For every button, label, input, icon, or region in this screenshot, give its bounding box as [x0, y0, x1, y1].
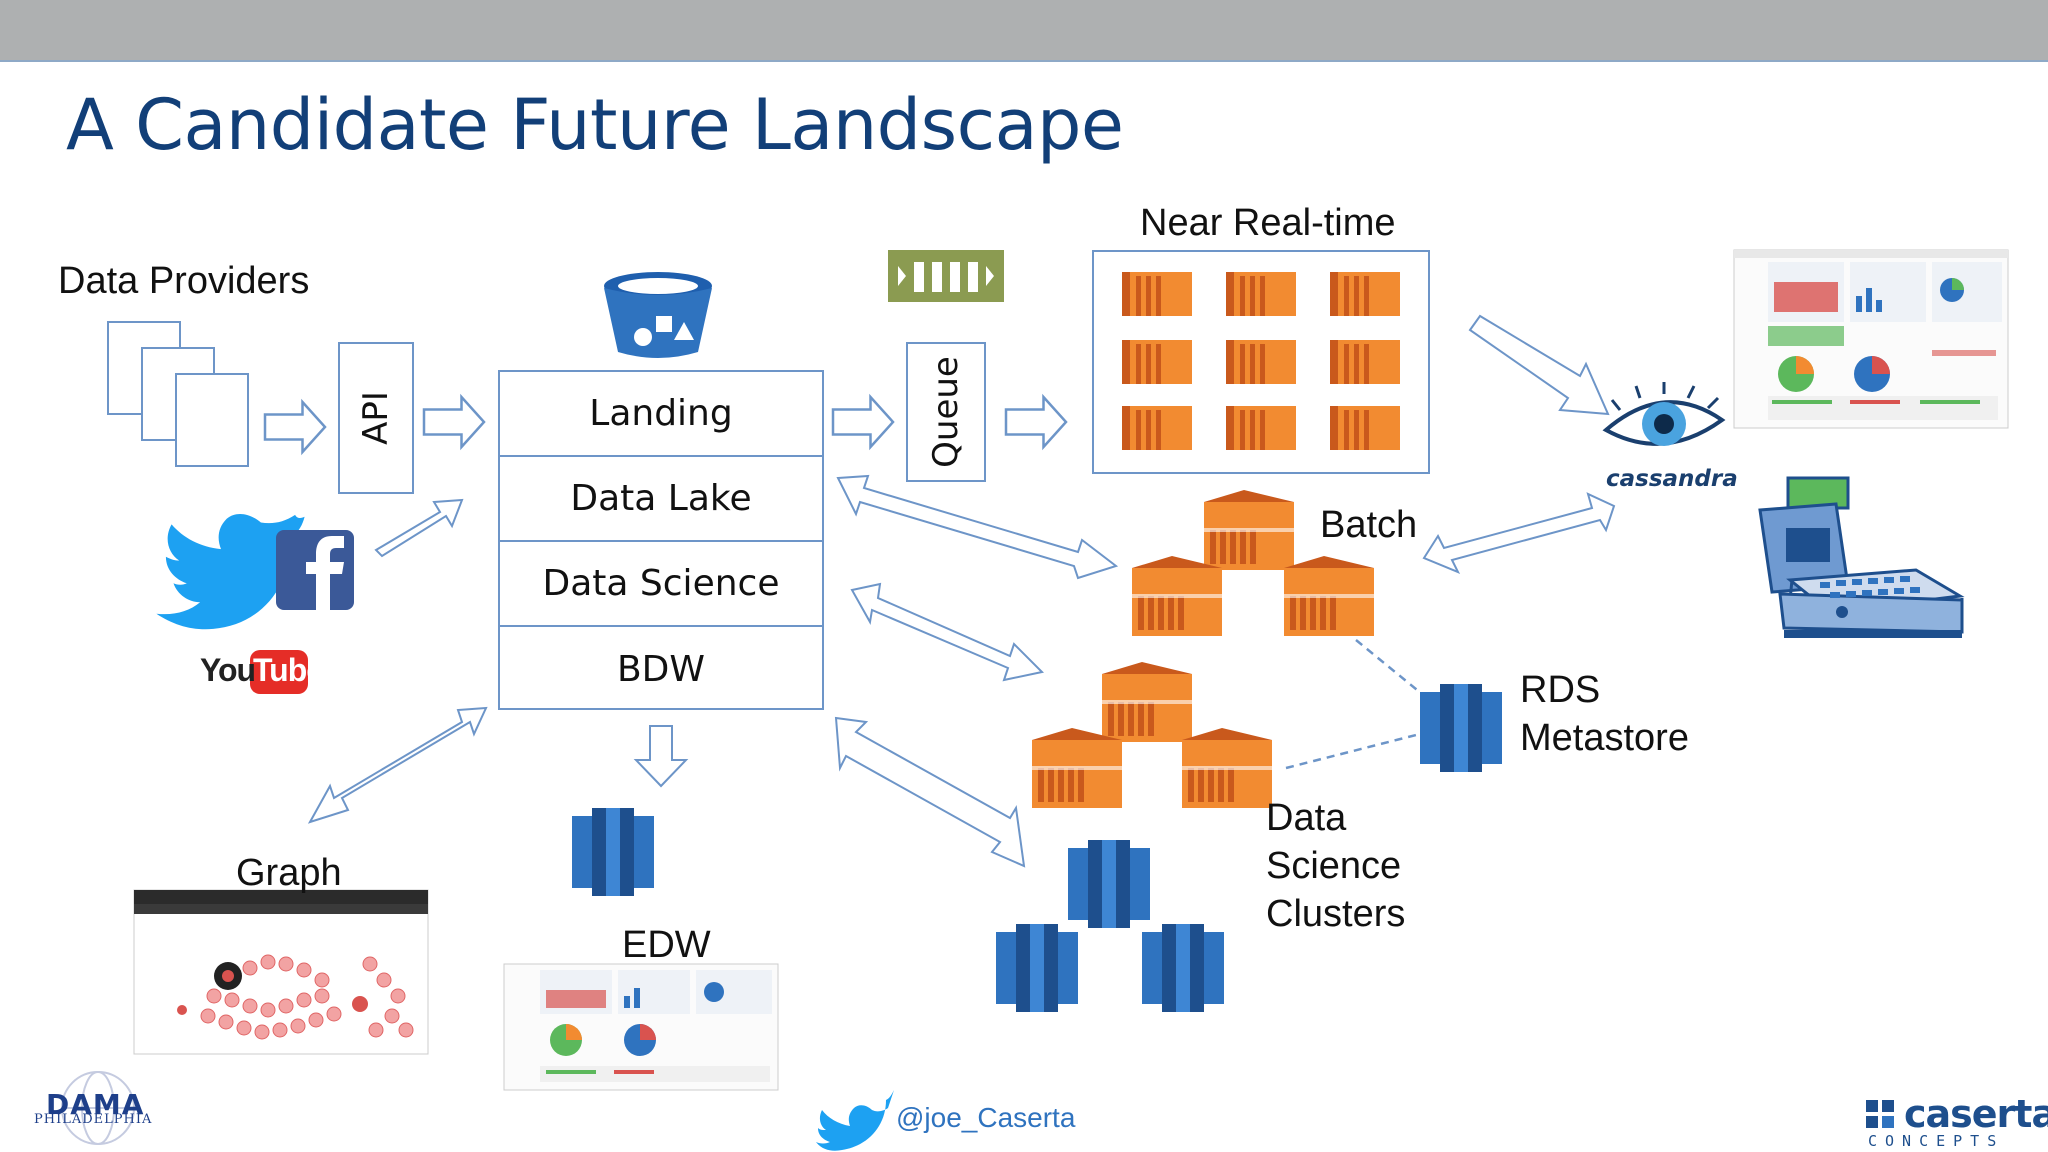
double-arrow-graph-stack: [307, 706, 488, 824]
dama-logo-text: DAMA: [46, 1088, 145, 1121]
slide-title: A Candidate Future Landscape: [66, 84, 1124, 166]
arrow-api-to-landing: [422, 395, 486, 449]
cassandra-eye-icon: [1602, 382, 1726, 446]
stack-layer-data-science: Data Science: [500, 542, 822, 627]
stack-layer-landing: Landing: [500, 372, 822, 457]
double-arrow-stack-clusters: [850, 582, 1045, 682]
caserta-sub-text: CONCEPTS: [1868, 1132, 2005, 1150]
youtube-tube-text: Tube: [253, 652, 324, 688]
twitter-icon: [156, 514, 305, 630]
queue-label: Queue: [926, 356, 967, 468]
queue-box: Queue: [906, 342, 986, 482]
double-arrow-batch-cassandra: [1422, 492, 1616, 574]
arrow-stack-to-edw: [633, 725, 689, 788]
arrow-queue-to-nrt: [1004, 395, 1068, 449]
youtube-icon: [250, 650, 308, 694]
top-bar: [0, 0, 2048, 62]
graph-thumbnail-icon: [133, 889, 429, 1055]
cash-register-icon: [1758, 476, 1965, 638]
dashed-clusters-rds: [1285, 732, 1421, 770]
dama-city-text: PHILADELPHIA: [34, 1112, 153, 1127]
arrow-docs-to-api: [263, 400, 327, 454]
near-real-time-label: Near Real-time: [1140, 202, 1396, 244]
data-science-clusters-label: Data Science Clusters: [1266, 797, 1406, 935]
stack-layer-data-lake: Data Lake: [500, 457, 822, 542]
rds-metastore-label: RDS Metastore: [1520, 669, 1689, 759]
bucket-icon: [604, 272, 712, 358]
documents-icon: [107, 321, 249, 467]
caserta-logo-text: caserta: [1904, 1092, 2048, 1136]
double-arrow-stack-dsc: [834, 716, 1026, 868]
youtube-you-text: You: [200, 652, 256, 688]
facebook-icon: [276, 530, 354, 610]
caserta-mark-icon: [1866, 1100, 1894, 1128]
data-providers-label: Data Providers: [58, 260, 310, 302]
api-box: API: [338, 342, 414, 494]
dashboard-thumbnail-icon: [1733, 249, 2009, 429]
near-real-time-box: [1092, 250, 1430, 474]
data-science-db-cluster-icon: [996, 840, 1224, 1012]
data-platform-stack: Landing Data Lake Data Science BDW: [498, 370, 824, 710]
footer-twitter-icon: [816, 1090, 894, 1151]
arrow-social-to-api: [374, 498, 464, 558]
dama-globe-icon: [61, 1071, 135, 1145]
queue-icon: [888, 250, 1004, 302]
api-label: API: [355, 391, 396, 445]
graph-label: Graph: [236, 852, 342, 894]
stack-layer-bdw: BDW: [616, 649, 705, 690]
data-science-emr-cluster-icon: [1032, 662, 1272, 808]
arrow-nrt-to-cassandra: [1468, 314, 1610, 416]
edw-dashboard-thumbnail-icon: [503, 963, 779, 1091]
edw-database-icon: [572, 808, 654, 896]
dashed-batch-rds: [1355, 639, 1423, 695]
edw-label: EDW: [622, 924, 711, 966]
rds-database-icon: [1420, 684, 1502, 772]
twitter-handle[interactable]: @joe_Caserta: [896, 1102, 1076, 1133]
double-arrow-stack-batch: [836, 474, 1119, 580]
cassandra-logo-text: cassandra: [1606, 466, 1738, 492]
arrow-landing-to-queue: [831, 395, 895, 449]
batch-label: Batch: [1320, 504, 1418, 546]
